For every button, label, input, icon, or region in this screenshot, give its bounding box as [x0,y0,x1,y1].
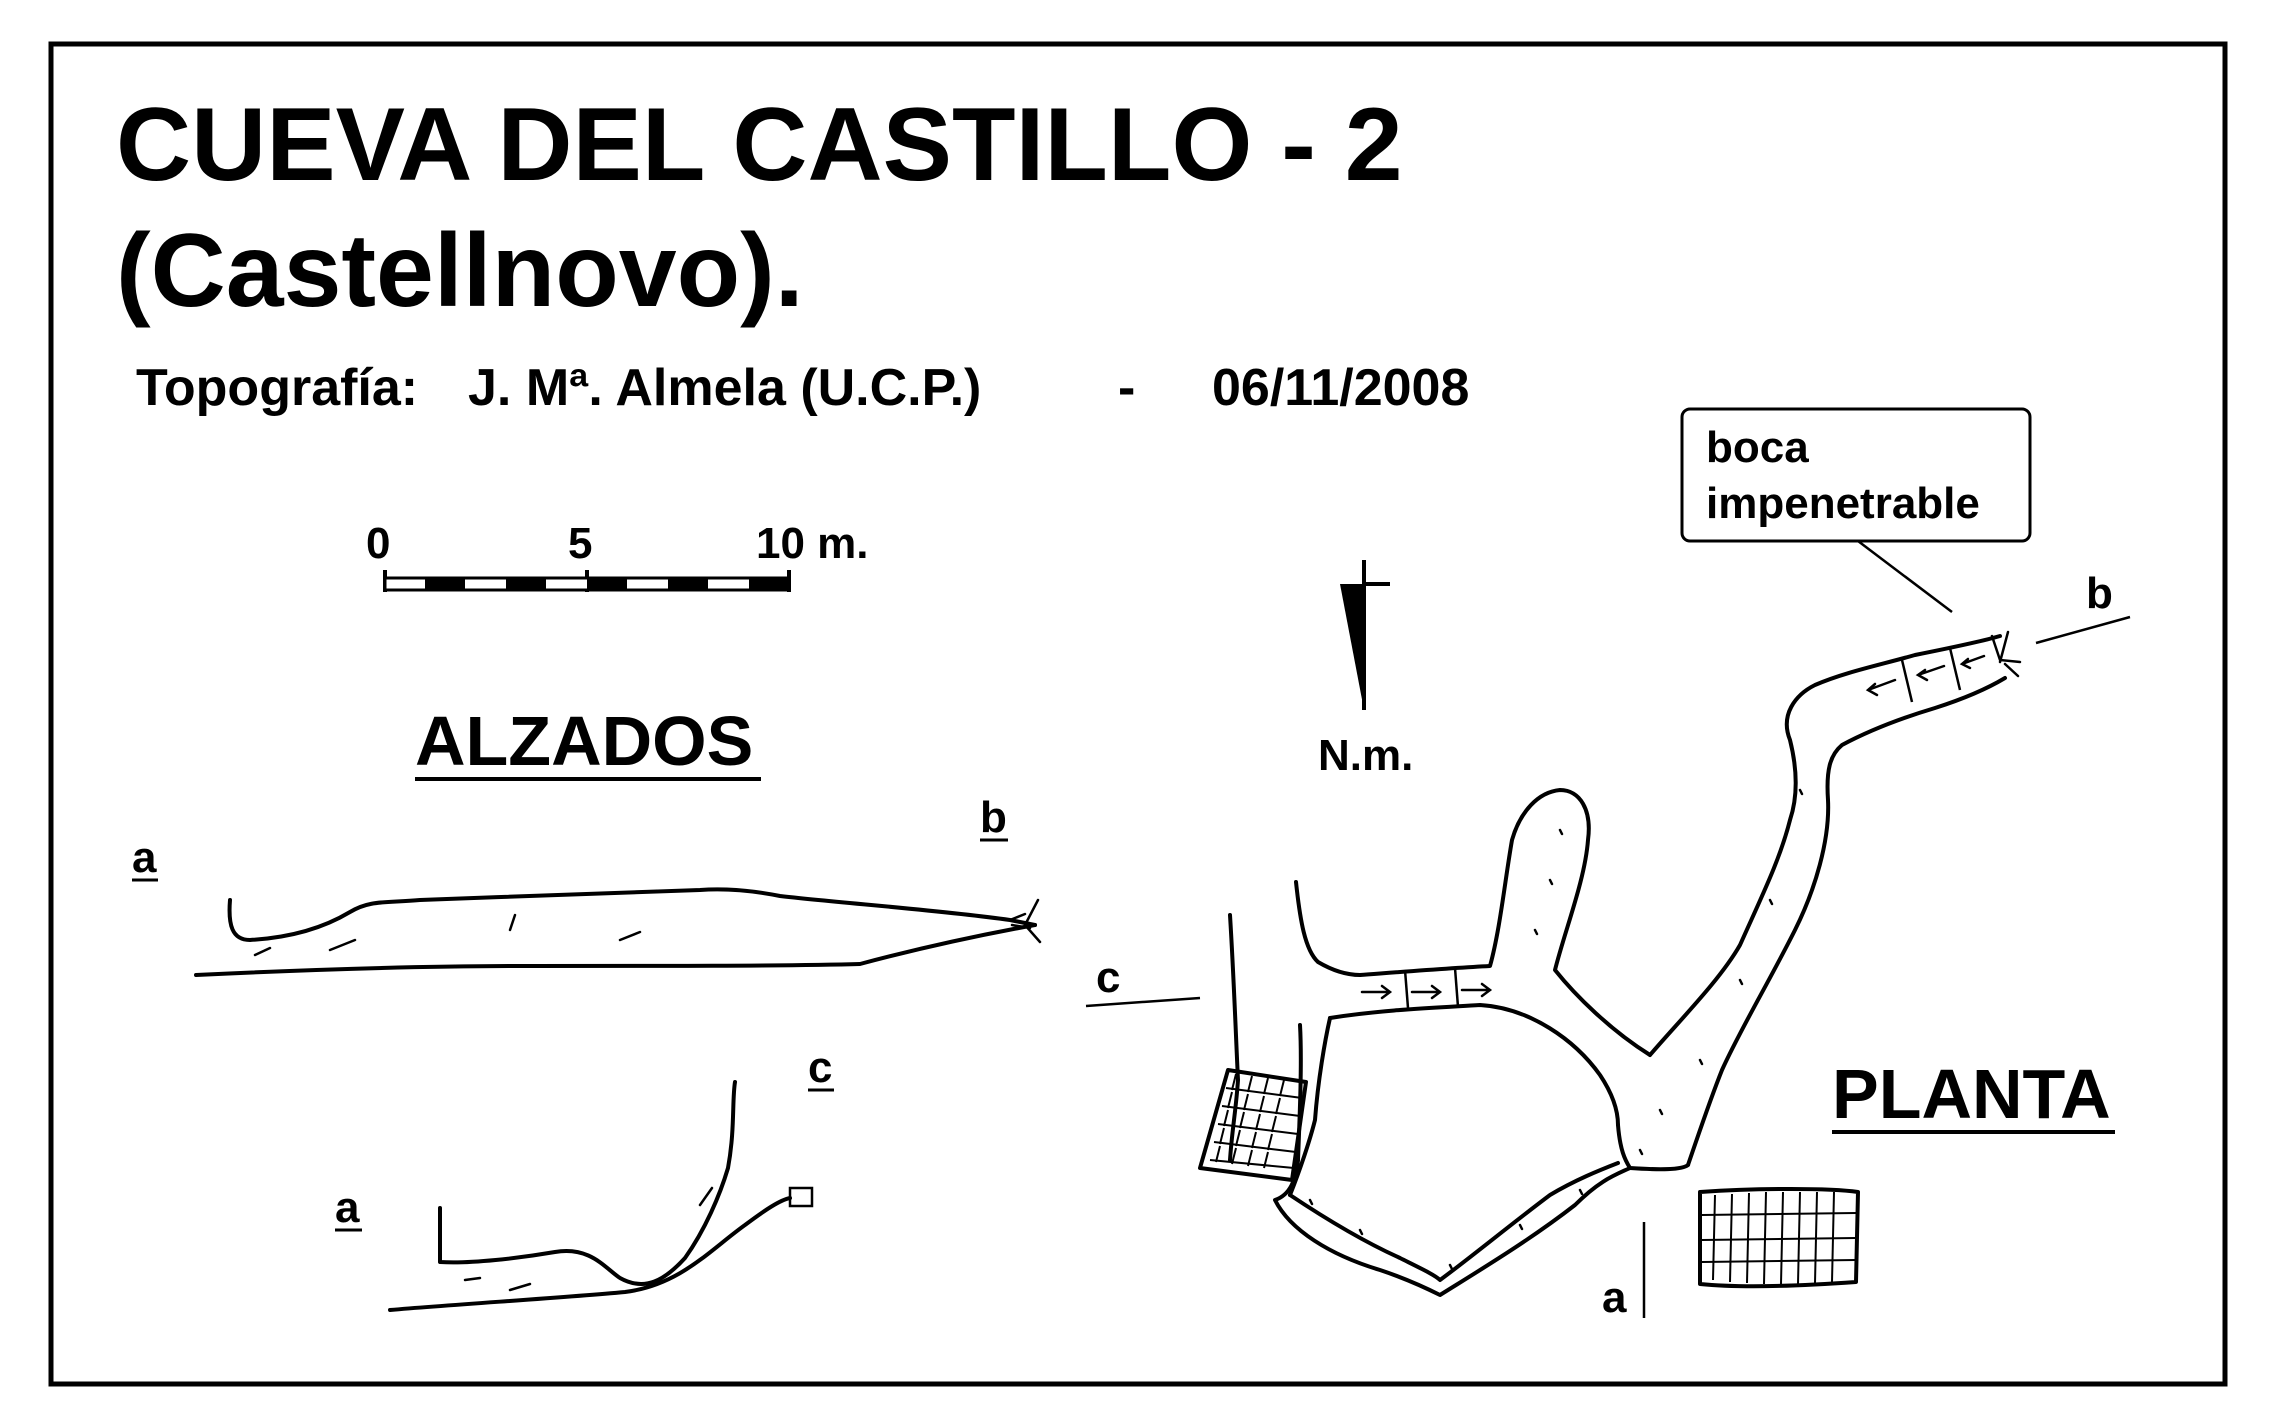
elevation-section-ab [194,887,1042,977]
page-title: CUEVA DEL CASTILLO - 2 [116,87,1403,203]
plan-point-b-label: b [2086,569,2113,618]
scale-tick-0: 0 [366,519,390,568]
plan-header: PLANTA [1832,1055,2111,1133]
plan-cave-outline [1228,630,2022,1297]
survey-author: J. Mª. Almela (U.C.P.) [468,359,981,417]
sheet-border [48,41,2228,1387]
plan-point-a-label: a [1602,1273,1627,1322]
scale-bar: 0 5 10 m. [366,519,869,592]
survey-date: 06/11/2008 [1212,359,1469,417]
plan-point-c-label: c [1096,953,1120,1002]
section-ab-start-label: a [132,833,157,882]
north-label: N.m. [1318,731,1413,780]
north-arrow-icon [1340,560,1390,710]
survey-label: Topografía: [136,359,418,417]
scale-tick-5: 5 [568,519,592,568]
callout-boca-impenetrable: boca impenetrable [1680,407,2032,613]
section-ac-end-label: c [808,1043,832,1092]
page-subtitle: (Castellnovo). [116,213,804,329]
plan-hatch-left [1198,1068,1308,1182]
scale-tick-10: 10 m. [756,519,869,568]
section-ab-end-label: b [980,793,1007,842]
callout-line2: impenetrable [1706,479,1980,528]
callout-line1: boca [1706,423,1809,472]
elevations-header: ALZADOS [415,702,753,780]
survey-separator: - [1118,359,1135,417]
section-ac-start-label: a [335,1183,360,1232]
plan-hatch-right [1698,1187,1860,1289]
elevation-section-ac [388,1080,814,1312]
